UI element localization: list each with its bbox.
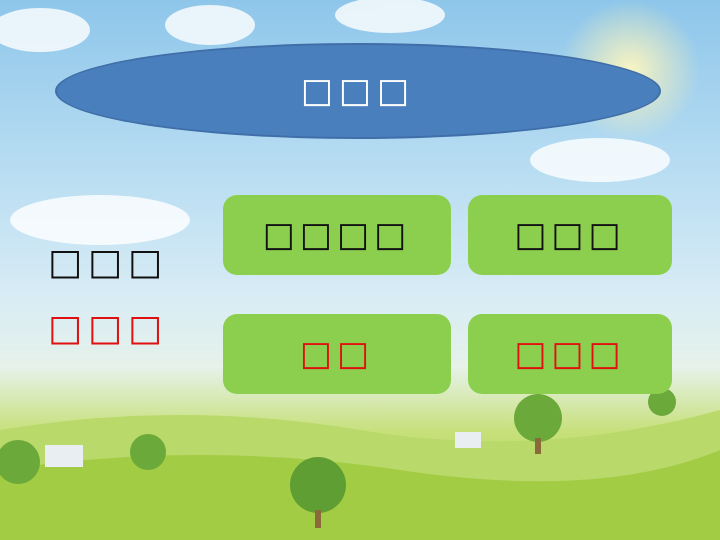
houses [45,432,481,467]
option-button-1[interactable]: □□□□ [223,195,451,275]
hill-front [0,450,720,540]
option-button-4[interactable]: □□□ [468,314,672,394]
title-banner: □□□ [55,43,661,139]
option-button-2[interactable]: □□□ [468,195,672,275]
option-button-3[interactable]: □□ [223,314,451,394]
side-label-black: □□□ [48,242,169,283]
title-text: □□□ [300,71,416,111]
clouds [0,0,670,245]
trees [0,388,676,528]
side-label-red: □□□ [48,308,169,349]
